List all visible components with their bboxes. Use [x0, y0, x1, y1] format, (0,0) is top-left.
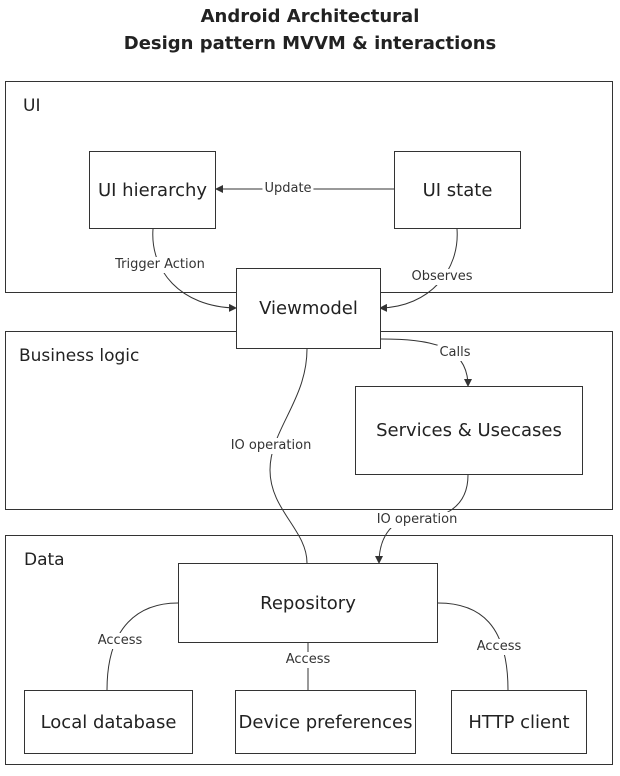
business-logic-region-label: Business logic	[19, 346, 140, 366]
edge-label-update: Update	[262, 181, 314, 197]
data-region	[5, 535, 613, 765]
edge-label-observes: Observes	[409, 269, 475, 285]
ui-state-node: UI state	[394, 151, 521, 229]
edge-trigger-action	[152, 228, 237, 312]
http-client-node: HTTP client	[451, 690, 587, 754]
edge-access-http	[437, 602, 509, 691]
title-line-1: Android Architectural	[200, 6, 420, 27]
diagram-title: Android Architectural Design pattern MVV…	[0, 3, 620, 57]
edge-label-access-http: Access	[474, 639, 524, 655]
edge-label-io-operation-viewmodel: IO operation	[228, 438, 314, 454]
data-region-label: Data	[24, 550, 65, 570]
edge-io-operation-viewmodel	[269, 348, 308, 564]
edge-label-calls: Calls	[437, 345, 473, 361]
edge-access-local	[106, 602, 179, 691]
edge-label-access-local: Access	[95, 633, 145, 649]
edge-label-access-device: Access	[283, 652, 333, 668]
local-database-node: Local database	[24, 690, 193, 754]
edge-label-io-operation-services: IO operation	[374, 512, 460, 528]
device-preferences-node: Device preferences	[235, 690, 416, 754]
edge-label-trigger-action: Trigger Action	[113, 257, 207, 273]
ui-hierarchy-node: UI hierarchy	[89, 151, 216, 229]
title-line-2: Design pattern MVVM & interactions	[123, 33, 497, 54]
ui-region-label: UI	[23, 96, 41, 116]
repository-node: Repository	[178, 563, 438, 643]
viewmodel-node: Viewmodel	[236, 268, 381, 349]
services-usecases-node: Services & Usecases	[355, 386, 583, 475]
